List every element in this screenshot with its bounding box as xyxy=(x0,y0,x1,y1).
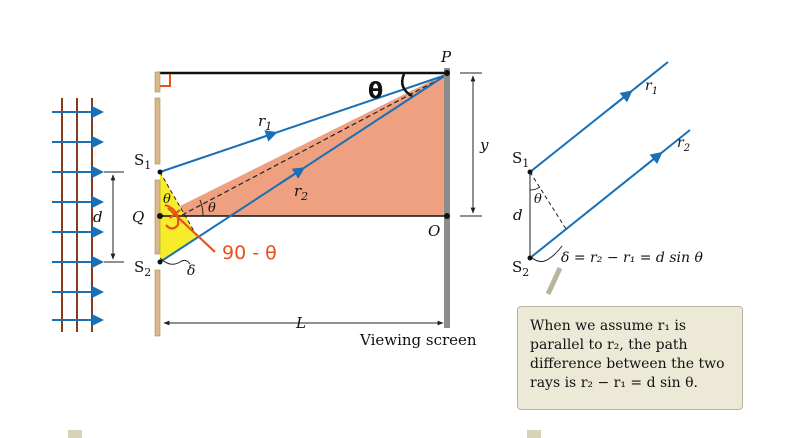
label-o: O xyxy=(428,222,440,240)
right-figure xyxy=(527,61,691,296)
label-r1: r1 xyxy=(258,112,272,133)
ray-r2-arrow xyxy=(279,167,306,185)
bottom-left-fragment xyxy=(68,430,82,438)
handwritten-ninety-minus-theta: 90 - θ xyxy=(222,242,277,264)
right-label-s2: S2 xyxy=(512,258,529,279)
theta-arc xyxy=(199,199,204,217)
right-angle-mark xyxy=(158,74,171,87)
right-label-r1: r1 xyxy=(645,78,658,97)
explanation-callout: When we assume r₁ is parallel to r₂, the… xyxy=(517,306,743,410)
label-s1: S1 xyxy=(134,151,151,172)
label-d: d xyxy=(93,208,103,226)
handwritten-theta: θ xyxy=(368,79,383,104)
right-label-theta: θ xyxy=(534,192,542,207)
ray-r1-arrow xyxy=(249,130,278,143)
label-l: L xyxy=(295,314,306,332)
handwritten-annotations xyxy=(164,203,216,253)
label-delta: δ xyxy=(187,263,195,279)
point-s1 xyxy=(157,169,163,175)
handwritten-theta-arc xyxy=(401,73,413,98)
label-theta-q: θ xyxy=(208,201,216,216)
label-q: Q xyxy=(132,208,144,226)
incoming-wavefronts xyxy=(61,98,93,332)
dashed-normal-line xyxy=(181,74,448,216)
slit-barrier xyxy=(154,71,161,337)
right-label-d: d xyxy=(513,206,523,224)
point-p xyxy=(444,70,450,76)
right-label-r2: r2 xyxy=(677,135,690,154)
right-label-s1: S1 xyxy=(512,149,529,170)
right-equation: δ = r₂ − r₁ = d sin θ xyxy=(561,250,703,266)
point-s2 xyxy=(157,259,163,265)
path-triangle xyxy=(160,73,447,216)
label-viewing-screen: Viewing screen xyxy=(359,331,477,349)
label-s2: S2 xyxy=(134,258,151,279)
point-q xyxy=(157,213,163,219)
label-theta-s1: θ xyxy=(163,192,171,207)
label-r2: r2 xyxy=(294,182,308,203)
label-p: P xyxy=(440,48,452,66)
viewing-screen xyxy=(444,68,450,328)
callout-text: When we assume r₁ is parallel to r₂, the… xyxy=(530,318,725,391)
delta-brace xyxy=(159,257,191,265)
incoming-ray-arrows xyxy=(52,106,104,326)
point-o xyxy=(444,213,450,219)
label-y: y xyxy=(479,136,489,154)
bottom-right-fragment xyxy=(527,430,541,438)
ray-r1 xyxy=(159,74,447,173)
